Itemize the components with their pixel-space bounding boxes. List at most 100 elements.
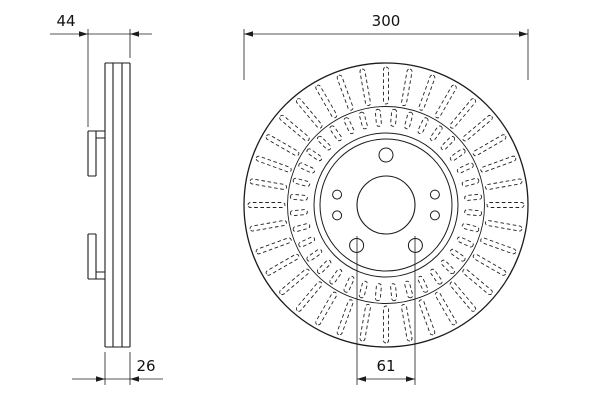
vent-slot	[472, 134, 507, 157]
dim-arrow	[130, 376, 139, 382]
vent-slot	[374, 283, 382, 302]
dim-outer-diameter-label: 300	[372, 12, 401, 30]
vent-slot	[359, 68, 371, 107]
vent-slot	[417, 275, 429, 293]
vent-slot	[298, 236, 316, 248]
vent-slot	[462, 114, 493, 142]
vent-slot	[343, 275, 355, 293]
vent-slot	[449, 148, 466, 162]
vent-slot	[461, 177, 480, 187]
dim-total-width-extension-lines	[87, 29, 131, 127]
vent-slot	[316, 135, 332, 151]
dim-arrow	[519, 31, 528, 37]
dim-arrow	[79, 31, 88, 37]
vent-slot	[440, 259, 456, 275]
vent-slot	[315, 291, 338, 326]
vent-slot	[418, 299, 436, 336]
vent-slot	[358, 111, 368, 130]
dim-total-width-label: 44	[56, 12, 75, 30]
vent-slot	[306, 248, 323, 262]
vent-slot	[484, 178, 523, 190]
dim-arrow	[130, 31, 139, 37]
bolt-holes	[332, 147, 440, 253]
dim-thickness-label: 26	[136, 357, 155, 375]
dim-thickness-extension-lines	[104, 352, 131, 385]
vent-slot	[295, 98, 323, 129]
vent-slot	[404, 280, 414, 299]
vent-slot	[429, 125, 443, 142]
dim-thickness: 26	[72, 352, 163, 385]
vent-slot	[265, 134, 300, 157]
dim-arrow	[96, 376, 105, 382]
vent-slot	[336, 299, 354, 336]
dim-center-bore-label: 61	[376, 357, 395, 375]
vent-slot	[359, 303, 371, 342]
vent-slot	[298, 162, 316, 174]
vent-slot	[472, 253, 507, 276]
vent-slot	[358, 280, 368, 299]
vent-slot	[404, 111, 414, 130]
vent-slot	[449, 281, 477, 312]
dim-outer-diameter-extension-lines	[243, 29, 529, 80]
vent-slot	[279, 114, 310, 142]
bolt-hole	[429, 210, 440, 221]
vent-slots	[247, 66, 525, 344]
vent-slot	[440, 135, 456, 151]
vent-band-separator-circle	[287, 106, 485, 304]
dimensions: 44 300 26	[50, 12, 529, 385]
vent-slot	[390, 283, 398, 302]
vent-slot	[292, 223, 311, 233]
vent-slot	[480, 237, 517, 255]
vent-slot	[247, 202, 286, 208]
section-hat	[87, 130, 105, 280]
hub-inner-circle	[319, 138, 453, 272]
vent-slot	[315, 84, 338, 119]
vent-slot	[456, 162, 474, 174]
vent-slot	[255, 237, 292, 255]
vent-slot	[306, 148, 323, 162]
front-view	[243, 62, 529, 348]
vent-slot	[255, 155, 292, 173]
vent-slot	[390, 108, 398, 127]
section-friction-ring	[104, 62, 131, 348]
bolt-hole	[332, 189, 343, 200]
vent-slot	[295, 281, 323, 312]
vent-slot	[329, 125, 343, 142]
vent-slot	[449, 98, 477, 129]
vent-slot	[462, 268, 493, 296]
dim-total-width: 44	[50, 12, 152, 127]
bolt-hole	[429, 189, 440, 200]
vent-slot	[249, 178, 288, 190]
vent-slot	[486, 202, 525, 208]
vent-slot	[401, 303, 413, 342]
vent-slot	[480, 155, 517, 173]
vent-slot	[329, 268, 343, 285]
vent-slot	[292, 177, 311, 187]
vent-slot	[418, 74, 436, 111]
dim-center-bore-extension-lines	[356, 236, 416, 385]
dim-arrow	[406, 376, 415, 382]
vent-slot	[343, 117, 355, 135]
vent-slot	[289, 209, 308, 217]
vent-slot	[289, 193, 308, 201]
vent-slot	[434, 84, 457, 119]
vent-slot	[279, 268, 310, 296]
vent-slot	[464, 209, 483, 217]
vent-slot	[456, 236, 474, 248]
vent-slot	[429, 268, 443, 285]
vent-slot	[464, 193, 483, 201]
vent-slot	[374, 108, 382, 127]
section-view	[87, 62, 131, 348]
bolt-hole	[378, 147, 394, 163]
vent-slot	[449, 248, 466, 262]
vent-slot	[401, 68, 413, 107]
dim-outer-diameter: 300	[243, 12, 529, 80]
vent-slot	[434, 291, 457, 326]
bolt-hole	[332, 210, 343, 221]
vent-slot	[249, 220, 288, 232]
dim-arrow	[357, 376, 366, 382]
vent-slot	[265, 253, 300, 276]
vent-slot	[417, 117, 429, 135]
